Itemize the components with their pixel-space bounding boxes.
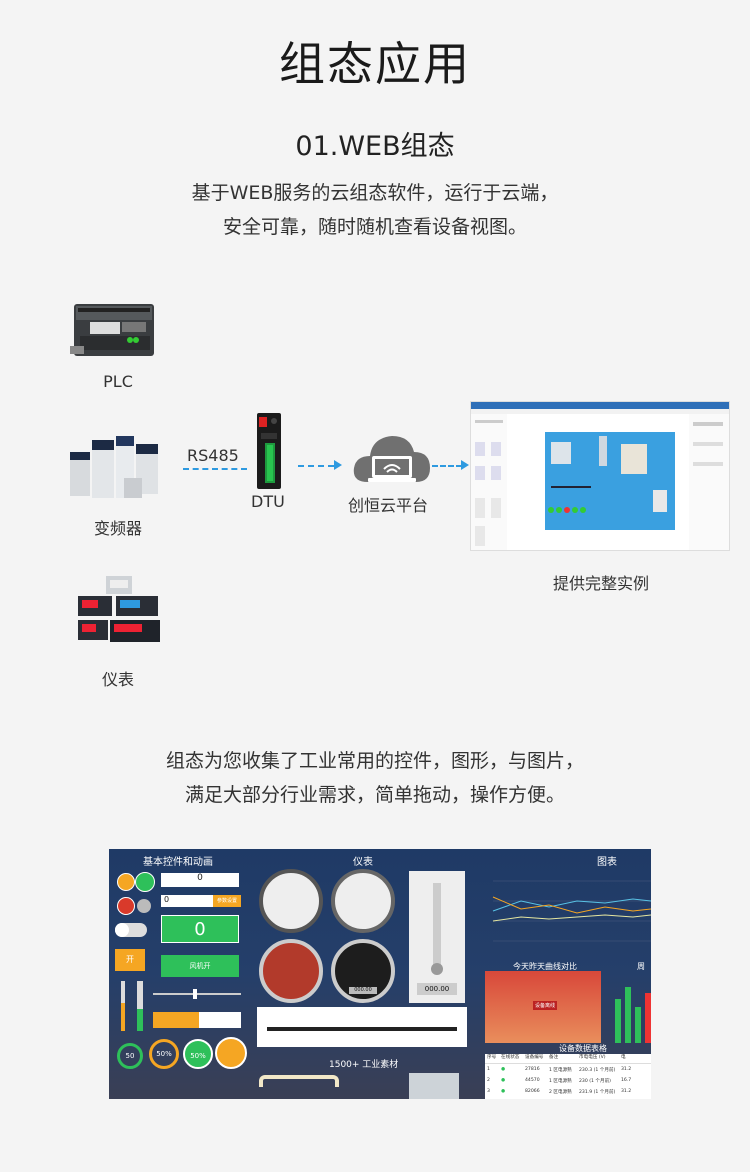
table-header-cell: 在线状态 bbox=[501, 1055, 520, 1060]
description-1-line-1: 基于WEB服务的云组态软件，运行于云端， bbox=[191, 182, 559, 204]
line-chart bbox=[485, 871, 651, 951]
description-1: 基于WEB服务的云组态软件，运行于云端， 安全可靠，随时随机查看设备视图。 bbox=[0, 176, 750, 244]
plc-icon bbox=[70, 296, 158, 362]
toggle-switch[interactable] bbox=[115, 923, 147, 937]
table-cell: 1 区电源熟 bbox=[549, 1078, 572, 1084]
description-2-line-2: 满足大部分行业需求，简单拖动，操作方便。 bbox=[184, 784, 565, 806]
cloud-platform-label: 创恒云平台 bbox=[348, 496, 429, 515]
cloud-screen-link bbox=[432, 465, 462, 467]
status-light-gray bbox=[137, 899, 151, 913]
area-chart: 设备离线 bbox=[485, 971, 601, 1043]
slider-horizontal[interactable] bbox=[153, 989, 241, 999]
table-header-cell: 序号 bbox=[487, 1055, 497, 1060]
status-light-red bbox=[117, 897, 135, 915]
value-input[interactable]: 0 bbox=[161, 873, 239, 887]
table-cell: 16.7 bbox=[621, 1078, 632, 1083]
example-screenshot[interactable] bbox=[470, 401, 730, 551]
slider-vertical-2[interactable] bbox=[137, 981, 143, 1031]
week-chart-title: 周 bbox=[637, 962, 645, 971]
table-cell: 1 区电源熟 bbox=[549, 1067, 572, 1073]
inverter-icon bbox=[66, 434, 162, 504]
example-label: 提供完整实例 bbox=[553, 574, 650, 593]
bar-chart bbox=[613, 971, 651, 1043]
cloud-screen-arrow-icon bbox=[461, 460, 469, 470]
ring-gauge-3-value: 50% bbox=[190, 1052, 206, 1060]
status-light-orange bbox=[117, 873, 135, 891]
tank-graphic bbox=[409, 1073, 459, 1099]
red-gauge bbox=[259, 939, 323, 1003]
pressure-gauge-1 bbox=[259, 869, 323, 933]
progress-bar bbox=[153, 1012, 241, 1028]
table-cell: 2 bbox=[487, 1078, 490, 1083]
dtu-cloud-arrow-icon bbox=[334, 460, 342, 470]
table-header-cell: 电 bbox=[621, 1055, 626, 1060]
on-button[interactable]: 开 bbox=[115, 949, 145, 971]
meter-label: 仪表 bbox=[101, 670, 134, 689]
linear-gauge bbox=[257, 1007, 467, 1047]
table-cell: 230 (1 个月前) bbox=[579, 1078, 611, 1084]
table-row: 2 ● 44570 1 区电源熟 230 (1 个月前) 16.7 bbox=[485, 1075, 651, 1086]
thermometer-panel: 000.00 bbox=[409, 871, 465, 1003]
ring-gauge-2-value: 50% bbox=[156, 1050, 172, 1058]
status-light-green bbox=[135, 872, 155, 892]
gauge-value-display: 000.00 bbox=[349, 987, 377, 994]
page-title: 组态应用 bbox=[279, 37, 471, 91]
online-status-icon: ● bbox=[501, 1067, 506, 1072]
table-cell: 230.3 (1 个月前) bbox=[579, 1067, 616, 1073]
black-gauge bbox=[331, 939, 395, 1003]
meter-icon bbox=[76, 574, 162, 644]
section-subtitle: 01.WEB组态 bbox=[295, 131, 455, 162]
table-row: 3 ● 82066 2 区电源熟 231.9 (1 个月前) 31.2 bbox=[485, 1086, 651, 1097]
table-cell: 3 bbox=[487, 1089, 490, 1094]
rs485-label: RS485 bbox=[187, 446, 239, 465]
param-input[interactable]: 0 bbox=[161, 895, 216, 907]
data-table: 序号 在线状态 设备编号 备注 市电电压 (V) 电 1 ● 27816 1 区… bbox=[485, 1054, 651, 1099]
ring-gauge-2: 50% bbox=[149, 1039, 179, 1069]
dtu-label: DTU bbox=[251, 492, 285, 511]
comparison-chart-title: 今天昨天曲线对比 bbox=[513, 962, 577, 971]
table-cell: 2 区电源熟 bbox=[549, 1089, 572, 1095]
table-cell: 231.9 (1 个月前) bbox=[579, 1089, 616, 1095]
dtu-cloud-link bbox=[298, 465, 334, 467]
table-cell: 31.2 bbox=[621, 1089, 632, 1094]
materials-label: 1500+ 工业素材 bbox=[329, 1060, 399, 1070]
thermometer-value: 000.00 bbox=[417, 983, 457, 995]
table-cell: 82066 bbox=[525, 1089, 540, 1094]
description-2-line-1: 组态为您收集了工业常用的控件，图形，与图片， bbox=[165, 750, 584, 772]
big-value-display: 0 bbox=[161, 915, 239, 943]
table-row: 1 ● 27816 1 区电源熟 230.3 (1 个月前) 31.2 bbox=[485, 1064, 651, 1075]
table-header-cell: 设备编号 bbox=[525, 1055, 544, 1060]
fan-on-button[interactable]: 风机开 bbox=[161, 955, 239, 977]
fan-icon bbox=[215, 1037, 247, 1069]
dtu-icon bbox=[255, 413, 283, 489]
slider-vertical-1[interactable] bbox=[121, 981, 125, 1031]
ring-gauge-3: 50% bbox=[183, 1039, 213, 1069]
table-cell: 27816 bbox=[525, 1067, 540, 1072]
online-status-icon: ● bbox=[501, 1089, 506, 1094]
table-header-cell: 备注 bbox=[549, 1055, 559, 1060]
ring-gauge-1-value: 50 bbox=[125, 1052, 135, 1060]
description-1-line-2: 安全可靠，随时随机查看设备视图。 bbox=[222, 216, 527, 238]
rs485-link bbox=[183, 468, 247, 470]
gauges-section-title: 仪表 bbox=[353, 857, 373, 868]
data-table-title: 设备数据表格 bbox=[559, 1044, 607, 1053]
area-chart-badge: 设备离线 bbox=[533, 1001, 558, 1010]
table-header: 序号 在线状态 设备编号 备注 市电电压 (V) 电 bbox=[485, 1054, 651, 1064]
controls-section-title: 基本控件和动画 bbox=[143, 857, 213, 868]
description-2: 组态为您收集了工业常用的控件，图形，与图片， 满足大部分行业需求，简单拖动，操作… bbox=[0, 744, 750, 812]
dashboard-preview: 基本控件和动画 仪表 图表 开 0 0 参数设置 0 风机开 50 50% 50… bbox=[109, 849, 651, 1099]
table-cell: 44570 bbox=[525, 1078, 540, 1083]
table-cell: 1 bbox=[487, 1067, 490, 1072]
cloud-platform-icon bbox=[350, 428, 434, 490]
table-header-cell: 市电电压 (V) bbox=[579, 1055, 606, 1060]
plc-label: PLC bbox=[103, 372, 133, 391]
ring-gauge-1: 50 bbox=[117, 1043, 143, 1069]
table-cell: 31.2 bbox=[621, 1067, 632, 1072]
inverter-label: 变频器 bbox=[93, 519, 142, 538]
chart-section-title: 图表 bbox=[597, 857, 617, 868]
param-button[interactable]: 参数设置 bbox=[213, 895, 241, 907]
online-status-icon: ● bbox=[501, 1078, 506, 1083]
pipe-graphic bbox=[259, 1075, 339, 1087]
pressure-gauge-2 bbox=[331, 869, 395, 933]
